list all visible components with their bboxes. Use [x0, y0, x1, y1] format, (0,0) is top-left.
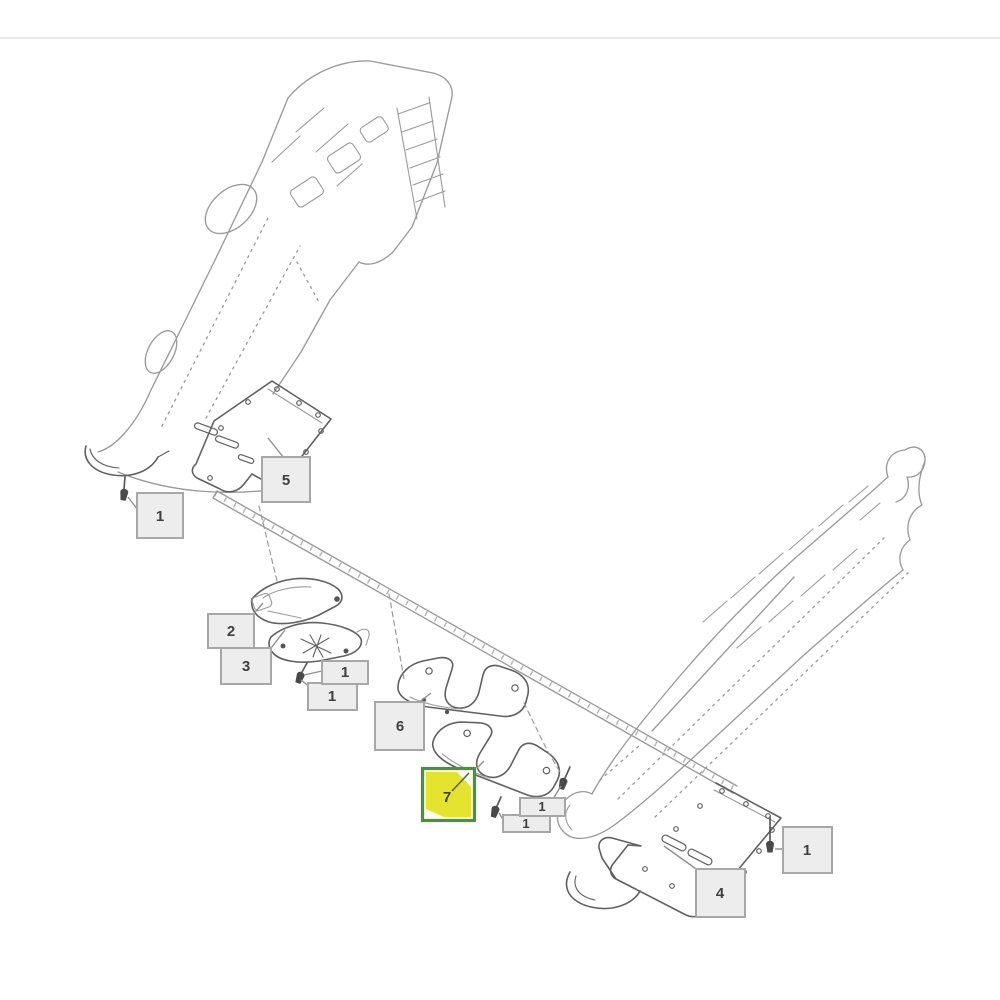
- callout-number: 1: [522, 816, 529, 831]
- callout-number: 1: [328, 688, 336, 705]
- bracket-2-part: [250, 577, 343, 625]
- callout-number: 1: [538, 799, 545, 814]
- callout-box[interactable]: [782, 826, 833, 874]
- left-frame-arm: [97, 60, 453, 493]
- skid-plate-4-part: [565, 782, 782, 918]
- callout-number: 6: [396, 718, 404, 735]
- bolt-icon: [490, 796, 502, 818]
- callout-box[interactable]: [220, 647, 272, 685]
- callout-4[interactable]: 4: [695, 868, 746, 918]
- callout-1-near7-lower[interactable]: 1: [502, 814, 551, 833]
- bracket-6-part: [397, 656, 530, 718]
- callout-number: 4: [716, 885, 725, 902]
- bracket-3-part: [268, 621, 370, 663]
- bolt-icon: [766, 816, 774, 853]
- callout-7-leader: [451, 772, 470, 792]
- callout-box[interactable]: [307, 682, 358, 711]
- callout-number: 5: [282, 472, 290, 489]
- callout-number: 7: [443, 789, 451, 806]
- callout-box[interactable]: [207, 613, 255, 649]
- callout-box[interactable]: [695, 868, 746, 918]
- callout-number: 3: [242, 658, 250, 675]
- callout-number: 2: [227, 623, 235, 640]
- bolt-icon: [120, 476, 129, 501]
- right-frame-arm: [556, 446, 926, 840]
- callout-1-mid-upper[interactable]: 1: [321, 660, 369, 685]
- callout-box[interactable]: [136, 492, 184, 539]
- callout-6[interactable]: 6: [374, 701, 425, 751]
- callout-number: 1: [341, 664, 349, 681]
- callout-1-near7-upper[interactable]: 1: [519, 797, 566, 817]
- callout-1-right[interactable]: 1: [782, 826, 833, 874]
- callout-7-highlighted[interactable]: 7: [420, 760, 485, 823]
- callout-1-mid-lower[interactable]: 1: [307, 682, 358, 711]
- frame-rail: [212, 490, 738, 794]
- callout-box[interactable]: [374, 701, 425, 751]
- callout-number: 1: [156, 508, 164, 525]
- callout-box[interactable]: [519, 797, 566, 817]
- callout-2[interactable]: 2: [207, 613, 255, 649]
- assembly-dashed-lines: [258, 505, 561, 773]
- callout-7-leader-outer: [476, 760, 485, 769]
- bolt-icon: [295, 662, 308, 684]
- callout-box[interactable]: [261, 456, 311, 503]
- callout-1-left[interactable]: 1: [136, 492, 184, 539]
- callout-5[interactable]: 5: [261, 456, 311, 503]
- callout-3[interactable]: 3: [220, 647, 272, 685]
- callout-number: 1: [803, 842, 811, 859]
- left-arm-foot: [84, 445, 170, 477]
- callout-box[interactable]: [321, 660, 369, 685]
